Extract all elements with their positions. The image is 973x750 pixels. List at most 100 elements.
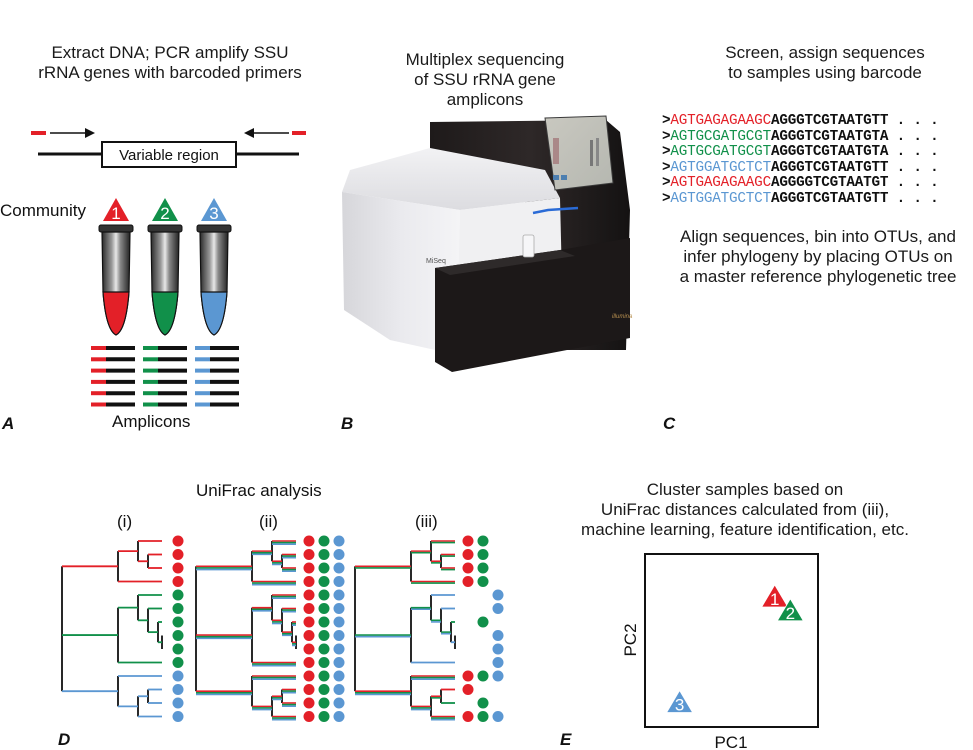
otu-sample-dot [318, 603, 330, 614]
fasta-prefix: > [662, 191, 671, 207]
tree-label-iii: (iii) [415, 512, 438, 531]
sample-point-label: 1 [770, 590, 779, 609]
ellipsis: . . . [888, 113, 939, 129]
caption-line: to samples using barcode [728, 63, 922, 82]
instrument-side-panel [342, 192, 460, 355]
otu-sample-dot [477, 549, 489, 560]
panel-c-caption: Screen, assign sequences to samples usin… [680, 43, 970, 83]
variable-region-label: Variable region [119, 147, 219, 164]
otu-sample-dot [462, 549, 474, 560]
read-sequence: AGGGTCGTAATGTT [770, 159, 889, 176]
sequence-read: >AGTGCGATGCGTAGGGTCGTAATGTA . . . [662, 144, 939, 161]
ellipsis: . . . [888, 144, 939, 161]
sequence-read: >AGTGGATGCTCTAGGGTCGTAATGTT . . . [662, 159, 939, 177]
otu-sample-dot [303, 562, 315, 574]
otu-sample-dot [333, 603, 345, 614]
caption-line: Align sequences, bin into OTUs, and [680, 227, 956, 246]
barcode: AGTGCGATGCGT [670, 144, 771, 161]
otu-sample-dot [318, 616, 330, 628]
amplicons-label: Amplicons [112, 412, 191, 431]
barcode: AGTGCGATGCGT [670, 128, 771, 145]
otu-sample-dot [303, 657, 315, 668]
sample-liquid [102, 291, 130, 336]
otu-sample-dot [318, 670, 330, 682]
otu-sample-dot [172, 670, 184, 682]
otu-sample-dot [333, 535, 345, 547]
otu-sample-dot [318, 576, 330, 587]
otu-sample-dot [477, 576, 489, 587]
otu-sample-dot [318, 589, 330, 601]
otu-sample-dot [462, 535, 474, 547]
otu-sample-dot [303, 589, 315, 601]
caption-line: machine learning, feature identification… [581, 520, 909, 539]
sample-tube-icon [98, 224, 134, 336]
barcode: AGTGGATGCTCT [670, 159, 771, 176]
otu-sample-dot [333, 562, 345, 574]
sample-tube-icon [147, 224, 183, 336]
sample-point-triangle [761, 584, 789, 608]
community-triangle-icon [103, 198, 129, 221]
caption-line: UniFrac distances calculated from (iii), [600, 500, 890, 519]
otu-sample-dot [318, 711, 330, 722]
fasta-prefix: > [662, 144, 671, 161]
sequence-read: >AGTGAGAGAAGCAGGGGTCGTAATGT . . . [662, 176, 939, 192]
otu-sample-dot [477, 670, 489, 682]
panel-letter-e: E [560, 730, 572, 749]
otu-sample-dot [318, 684, 330, 695]
panel-c-align-caption: Align sequences, bin into OTUs, and infe… [663, 227, 973, 287]
otu-sample-dot [333, 657, 345, 668]
sample-tube-icon [196, 224, 232, 336]
otu-sample-dot [303, 697, 315, 709]
read-sequence: AGGGTCGTAATGTT [770, 113, 889, 129]
sequence-read: >AGTGCGATGCGTAGGGTCGTAATGTA . . . [662, 128, 939, 146]
otu-sample-dot [172, 657, 184, 668]
unifrac-title: UniFrac analysis [196, 481, 322, 500]
otu-sample-dot [333, 549, 345, 560]
caption-line: Screen, assign sequences [725, 43, 925, 62]
x-axis-label: PC1 [714, 733, 747, 750]
sample-point-triangle [665, 689, 694, 713]
tree-label-i: (i) [117, 512, 133, 531]
otu-sample-dot [303, 643, 315, 655]
otu-sample-dot [172, 643, 184, 655]
otu-sample-dot [333, 616, 345, 628]
panel-a-caption: Extract DNA; PCR amplify SSU rRNA genes … [20, 43, 320, 83]
otu-sample-dot [303, 576, 315, 587]
sample-point-label: 2 [786, 604, 795, 623]
barcode: AGTGAGAGAAGC [670, 113, 771, 129]
ellipsis: . . . [888, 128, 939, 145]
caption-line: Cluster samples based on [646, 480, 844, 499]
otu-sample-dot [333, 711, 345, 722]
fasta-prefix: > [662, 113, 671, 129]
otu-sample-dot [333, 576, 345, 587]
fasta-prefix: > [662, 159, 671, 176]
read-sequence: AGGGGTCGTAATGT [770, 175, 889, 192]
otu-sample-dot [333, 697, 345, 709]
otu-sample-dot [462, 562, 474, 574]
read-sequence: AGGGTCGTAATGTT [770, 191, 889, 207]
sequence-read: >AGTGAGAGAAGCAGGGTCGTAATGTT . . . [662, 113, 939, 130]
panel-e-caption: Cluster samples based on UniFrac distanc… [540, 480, 950, 540]
read-sequence: AGGGTCGTAATGTA [770, 144, 889, 161]
panel-letter-c: C [663, 414, 676, 433]
barcode: AGTGGATGCTCT [670, 191, 771, 207]
otu-sample-dot [318, 562, 330, 574]
caption-line: Multiplex sequencing [405, 50, 565, 69]
otu-sample-dot [318, 630, 330, 641]
otu-sample-dot [303, 711, 315, 722]
community-number: 3 [209, 204, 218, 223]
instrument-drawer [435, 238, 630, 372]
otu-sample-dot [303, 630, 315, 641]
otu-sample-dot [333, 684, 345, 695]
caption-line: amplicons [446, 90, 524, 109]
otu-sample-dot [303, 603, 315, 614]
otu-sample-dot [172, 549, 184, 560]
community-number: 1 [111, 204, 120, 223]
otu-sample-dot [172, 535, 184, 547]
otu-sample-dot [492, 657, 504, 668]
otu-sample-dot [333, 630, 345, 641]
otu-sample-dot [318, 535, 330, 547]
fasta-prefix: > [662, 175, 671, 192]
